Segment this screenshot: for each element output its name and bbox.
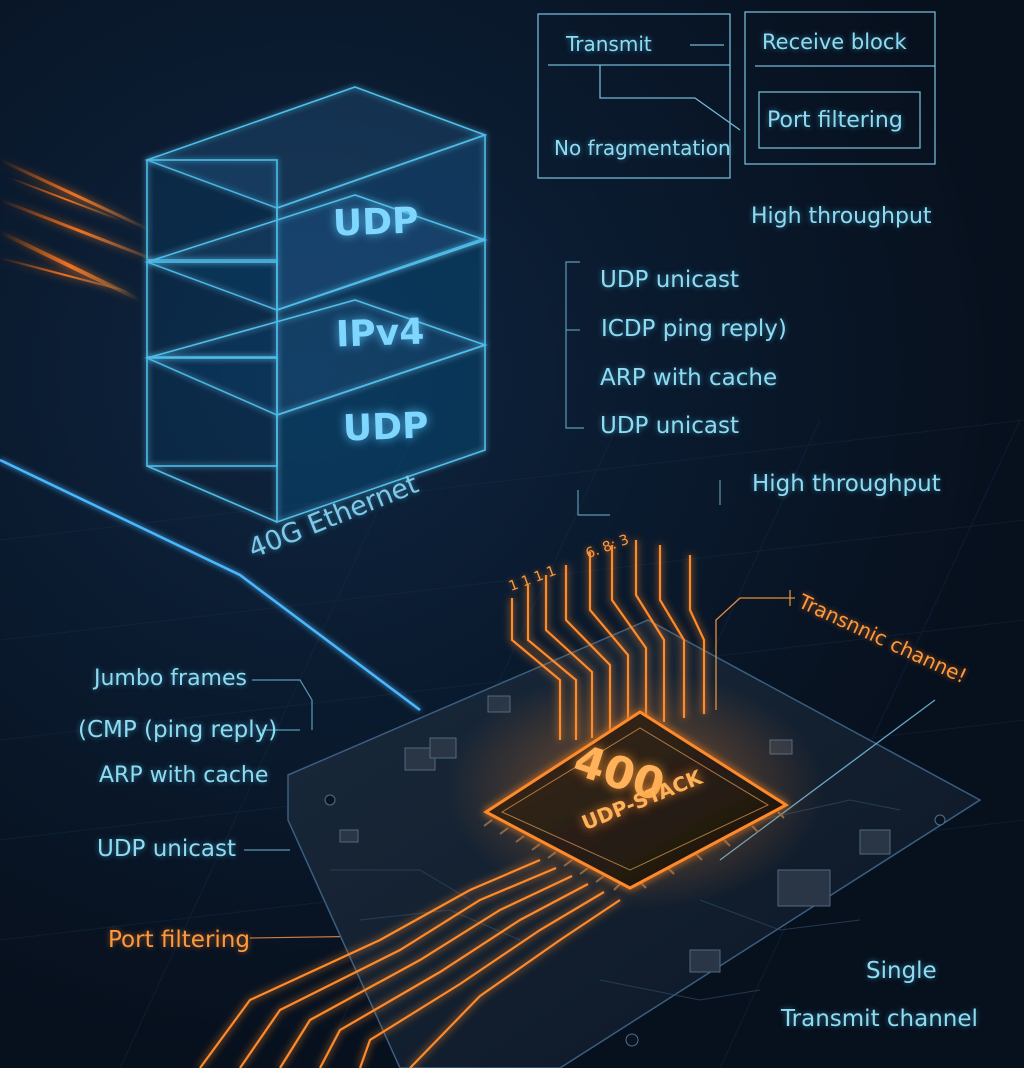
protocol-stack-graphic [144,86,488,524]
udp-unicast-label-left: UDP unicast [97,836,237,862]
udp-unicast-label-right-2: UDP unicast [600,413,740,439]
stack-layer-ipv4: IPv4 [335,311,425,356]
transmit-channel-label: Transmit channel [781,1006,978,1032]
left-list-bracket [244,679,381,939]
port-filtering-block-label: Port filtering [767,108,903,133]
icmp-reply-label-right: ICDP ping reply) [601,316,787,342]
transmit-label: Transmit [566,32,652,56]
arp-cache-label-left: ARP with cache [99,763,269,788]
right-list-bracket [565,261,721,516]
single-label: Single [866,958,937,984]
receive-block-label: Receive block [762,30,907,54]
top-block-diagram [537,11,936,179]
stack-layer-udp-top: UDP [332,200,420,245]
high-throughput-label-1: High throughput [751,204,932,229]
no-fragmentation-label: No fragmentation [554,136,731,160]
port-filtering-label-left: Port filtering [108,927,250,953]
chip-traces-bottom [199,858,621,1068]
orange-light-streaks [0,158,161,302]
ethernet-cable-line [0,458,421,711]
udp-unicast-label-right-1: UDP unicast [600,267,740,293]
icmp-reply-label-left: (CMP (ping reply) [78,717,278,743]
arp-cache-label-right: ARP with cache [600,365,778,391]
chip-body [483,710,789,890]
stack-layer-udp-bottom: UDP [342,405,430,450]
chip-pins [483,811,785,891]
high-throughput-label-2: High throughput [752,471,941,497]
jumbo-frames-label: Jumbo frames [94,666,247,691]
